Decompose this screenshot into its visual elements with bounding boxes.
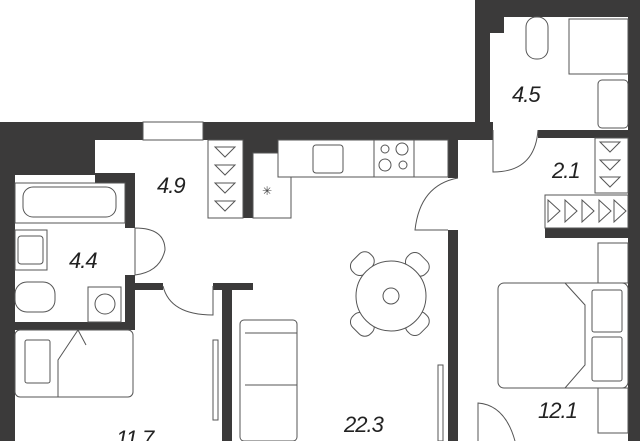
tv-icon	[437, 364, 444, 441]
kitchen-counter: ✳︎	[207, 139, 449, 219]
toilet-icon	[14, 281, 56, 313]
room-area-label: 4.4	[69, 248, 97, 273]
sofa-icon	[239, 319, 298, 441]
wardrobe	[544, 137, 629, 229]
dining-table-icon	[349, 251, 430, 337]
nightstand-icon	[597, 242, 629, 284]
doors	[134, 129, 539, 441]
toilet-icon	[525, 16, 549, 60]
washing-machine-icon	[87, 286, 122, 323]
room-area-label: 11.7	[116, 426, 155, 441]
stove-icon	[373, 139, 415, 178]
svg-text:✳︎: ✳︎	[262, 184, 272, 198]
sink-icon	[597, 79, 629, 129]
nightstand-icon	[597, 387, 629, 434]
tv-icon	[212, 339, 219, 421]
bathtub-icon	[22, 186, 117, 218]
room-area-label: 22.3	[343, 412, 385, 437]
room-area-label: 4.9	[157, 173, 185, 198]
room-area-label: 12.1	[538, 398, 577, 423]
bed-icon	[497, 242, 629, 434]
bathroom-fixtures	[14, 182, 126, 323]
shower-icon	[568, 18, 629, 75]
sink-icon	[312, 144, 344, 174]
room-area-label: 4.5	[512, 82, 541, 107]
bed-icon	[14, 329, 134, 398]
window	[142, 121, 204, 141]
room-area-label: 2.1	[551, 158, 580, 183]
bathroom-right-fixtures	[525, 16, 629, 129]
sink-icon	[17, 235, 44, 265]
